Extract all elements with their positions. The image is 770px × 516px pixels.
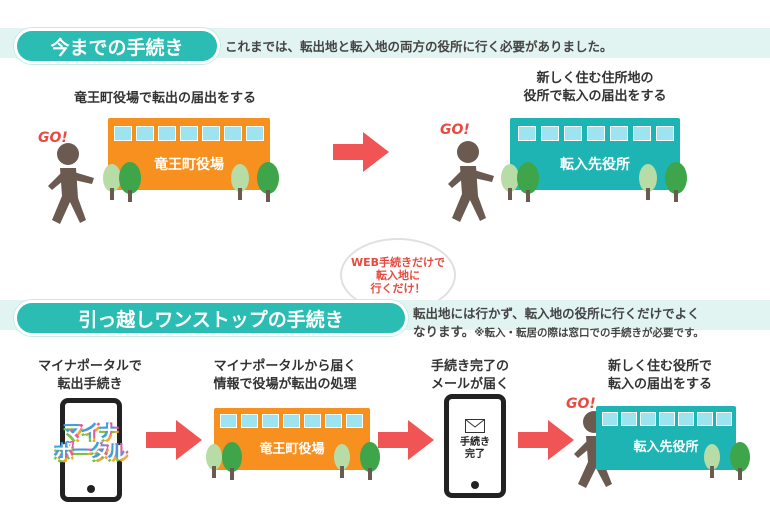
tree-icon (206, 442, 242, 480)
person-running-icon (448, 141, 494, 222)
tree-icon (704, 442, 750, 480)
tree-icon (231, 162, 279, 202)
s1-go-label-2: GO! (440, 122, 470, 138)
tree-icon (103, 162, 141, 202)
s1-go-label-1: GO! (38, 130, 68, 146)
section1-title: 今までの手続き (14, 28, 220, 64)
arrow-right-icon (146, 420, 202, 460)
s1-building-new-label: 転入先役所 (560, 157, 630, 173)
section1-description: これまでは、転出地と転入地の両方の役所に行く必要がありました。 (225, 39, 613, 54)
smartphone-icon: 手続き 完了 (444, 394, 506, 498)
s2-building-ryuo-label: 竜王町役場 (259, 442, 325, 457)
smartphone-icon (60, 398, 122, 502)
mynaportal-logo: マイナ ポータル (55, 423, 127, 464)
s2-building-new-label: 転入先役所 (633, 440, 699, 455)
tree-icon (334, 442, 380, 480)
s2-step4-caption: 新しく住む役所で 転入の届出をする (607, 359, 712, 392)
arrow-right-icon (378, 420, 434, 460)
tree-icon (501, 162, 539, 202)
s1-step1-caption: 竜王町役場で転出の届出をする (73, 91, 256, 106)
s2-go-label: GO! (566, 396, 596, 412)
s1-step2-caption: 新しく住む住所地の 役所で転入の届出をする (523, 71, 667, 104)
person-running-icon (48, 143, 94, 224)
section2-title: 引っ越しワンストップの手続き (14, 300, 408, 336)
s2-building-new: 転入先役所 (596, 406, 736, 470)
arrow-right-icon (333, 132, 389, 172)
section2-description: 転出地には行かず、転入地の役所に行くだけでよく なります。※転入・転居の際は窓口… (413, 306, 704, 339)
web-only-bubble: WEB手続きだけで 転入地に 行くだけ！ (340, 238, 456, 312)
section2-note: ※転入・転居の際は窓口での手続きが必要です。 (474, 327, 704, 339)
mail-complete-text: 手続き 完了 (460, 437, 490, 460)
s1-building-ryuo-label: 竜王町役場 (154, 157, 224, 173)
tree-icon (639, 162, 687, 202)
envelope-icon (465, 419, 485, 433)
arrow-right-icon (518, 420, 574, 460)
s2-step2-caption: マイナポータルから届く 情報で役場が転出の処理 (213, 359, 357, 392)
s2-step1-caption: マイナポータルで 転出手続き (38, 359, 142, 392)
s2-step3-caption: 手続き完了の メールが届く (430, 359, 509, 392)
